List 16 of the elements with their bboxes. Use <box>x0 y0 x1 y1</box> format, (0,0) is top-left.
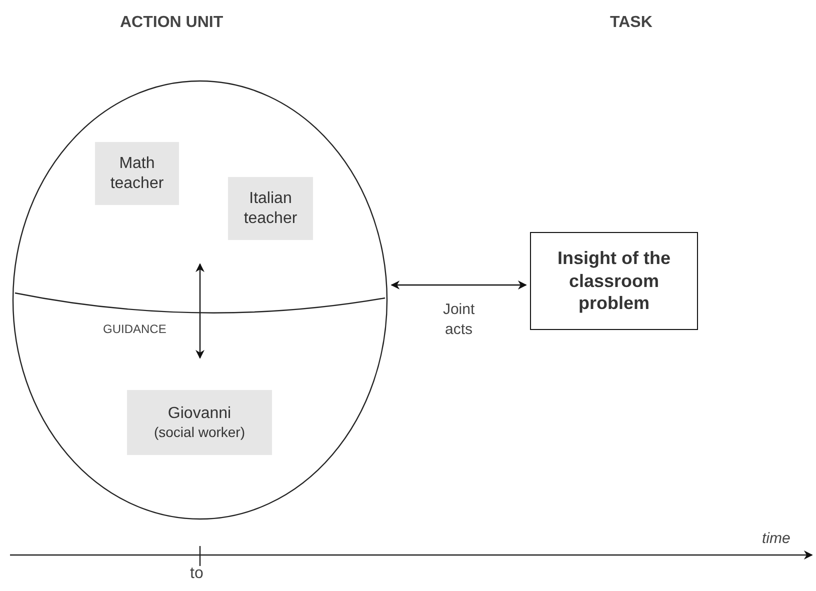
arrow-label: GUIDANCE <box>103 322 166 336</box>
axis-label: time <box>762 530 790 547</box>
person-box <box>228 177 313 240</box>
heading: TASK <box>610 14 652 32</box>
task-text: Insight of the classroom problem <box>556 247 672 315</box>
role-text: (social worker) <box>152 424 246 442</box>
person-box <box>95 142 179 205</box>
tick-label: to <box>190 565 204 583</box>
task-box <box>530 232 698 330</box>
oval-group <box>12 80 388 520</box>
person-name: Giovanni <box>166 404 232 424</box>
person-name: Math teacher <box>109 154 165 194</box>
double-arrow <box>390 280 527 290</box>
person-name: Italian teacher <box>242 188 298 228</box>
heading: ACTION UNIT <box>120 14 224 32</box>
person-box <box>127 390 272 455</box>
